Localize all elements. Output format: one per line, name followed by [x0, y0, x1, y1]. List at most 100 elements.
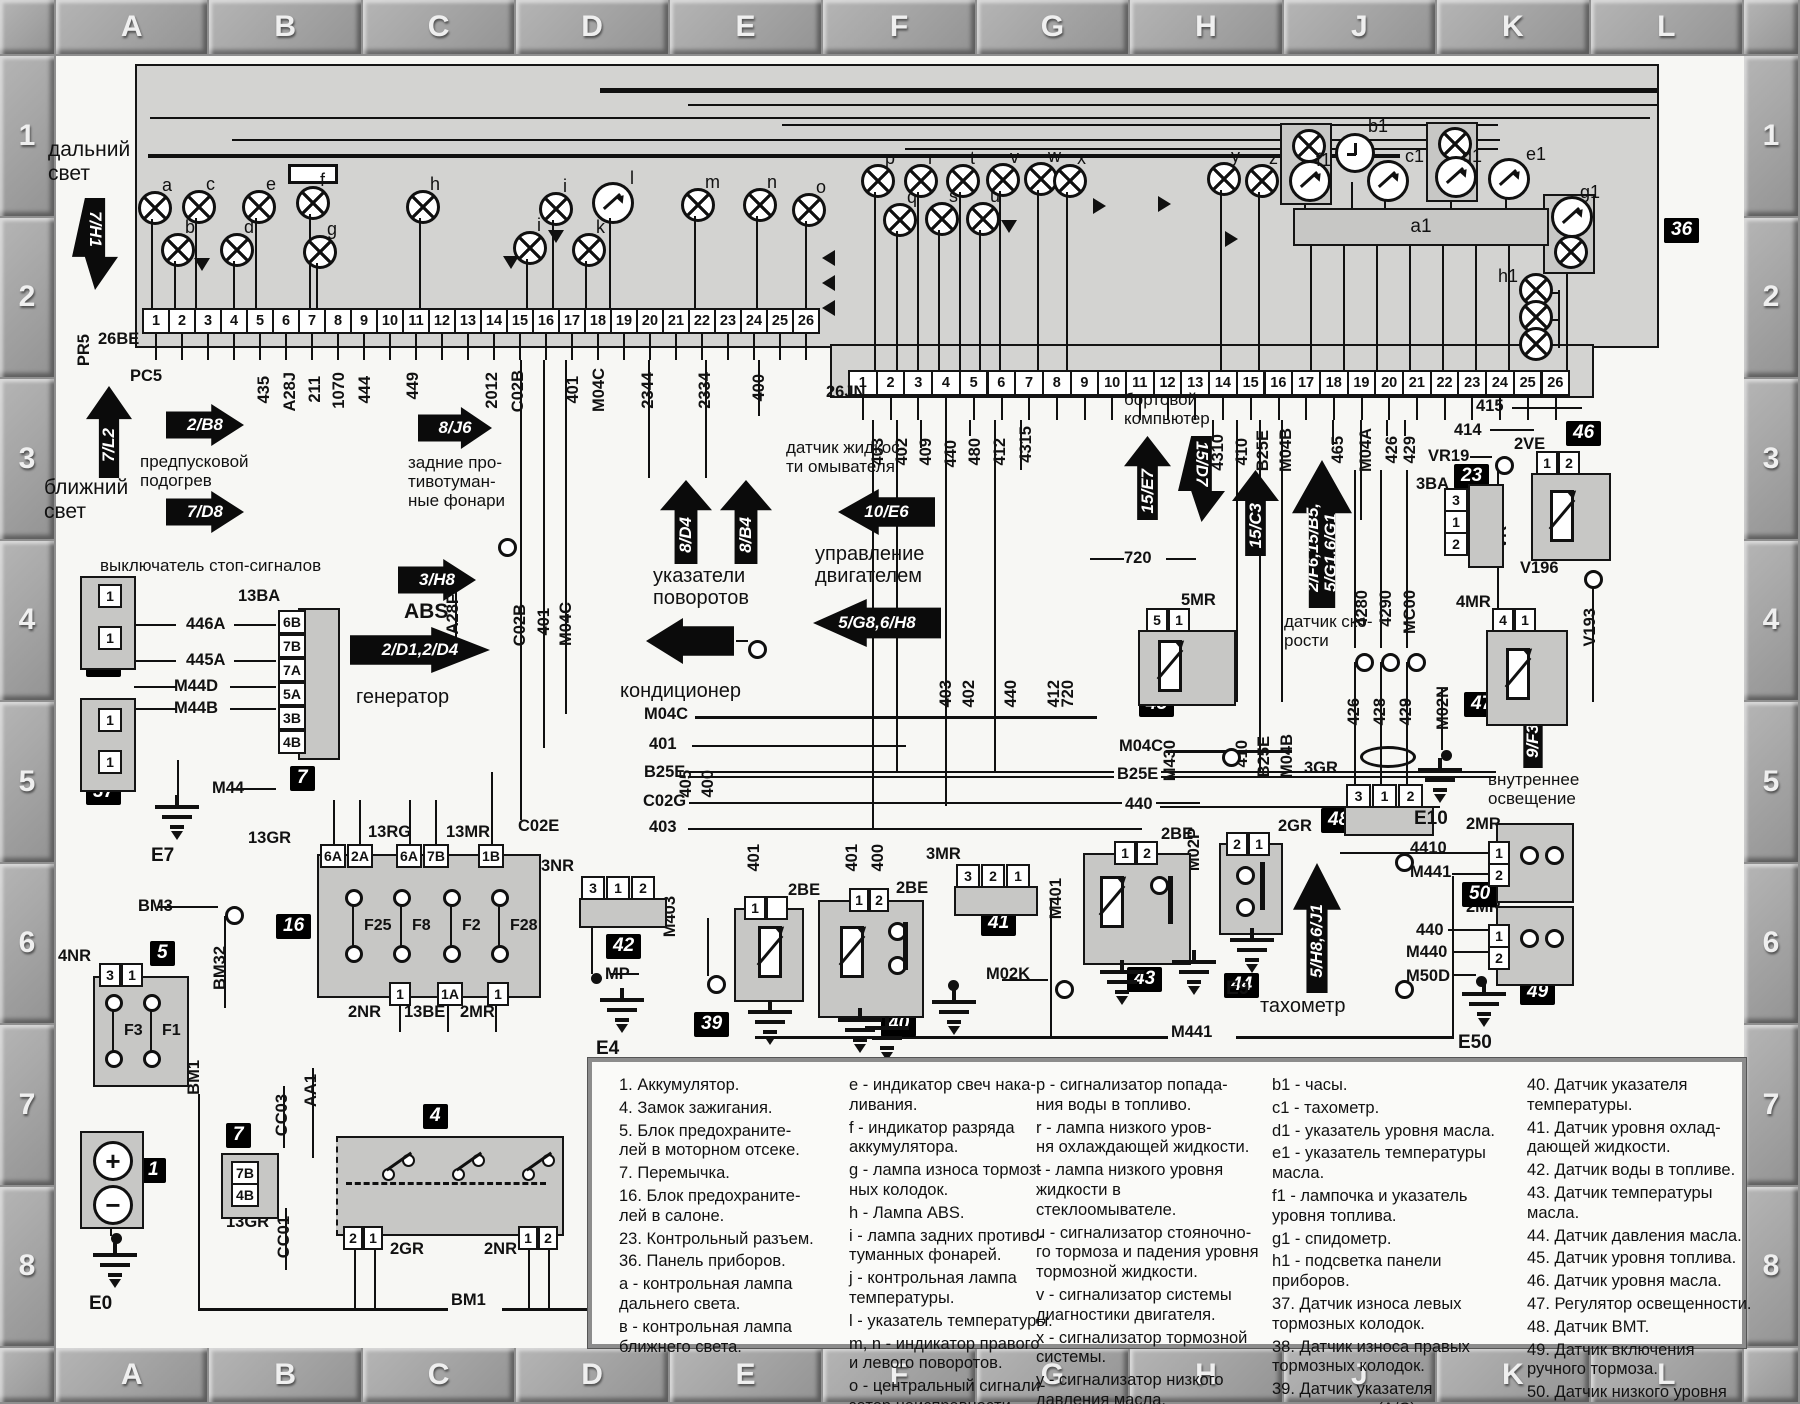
- wire-label: 440: [1002, 680, 1020, 708]
- wire: [311, 332, 313, 360]
- ref-arrow-label: 15/C3: [1245, 503, 1265, 549]
- grid-row-label: 2: [1744, 217, 1798, 377]
- wire: [1409, 242, 1411, 370]
- wire: [692, 745, 906, 747]
- component-box: [1468, 484, 1504, 568]
- connector-strip-left-pin: 11: [402, 308, 430, 334]
- connector-strip-right-pin: 2: [875, 370, 906, 396]
- connector-strip-right-pin: 22: [1429, 370, 1460, 396]
- wire: [1592, 580, 1594, 702]
- component-box: [80, 698, 136, 792]
- diode-icon: [503, 256, 519, 269]
- h1-lamp: [1519, 327, 1553, 361]
- wire-label: 410: [1233, 438, 1251, 466]
- wire-label: 3GR: [1304, 759, 1338, 777]
- caption: указатели поворотов: [653, 565, 749, 610]
- wire-label: A28J: [281, 372, 299, 412]
- wire: [1166, 394, 1169, 420]
- wire: [917, 394, 920, 420]
- grid-col-label: C: [362, 0, 515, 54]
- pin-cell: 2: [1488, 863, 1510, 887]
- wire: [545, 332, 547, 360]
- wire: [1384, 196, 1386, 210]
- gauge-letter: c1: [1405, 146, 1425, 166]
- wire: [495, 1002, 497, 1032]
- connector-ring: [1395, 853, 1414, 872]
- contact-bar: [903, 922, 908, 970]
- pin-cell: 4B: [278, 730, 306, 754]
- indicator-lamp-k: [572, 233, 606, 267]
- wire: [552, 220, 554, 308]
- wire: [232, 788, 276, 790]
- component-badge: 46: [1566, 421, 1602, 446]
- wire-label: 4MR: [1456, 593, 1491, 611]
- wire: [1452, 951, 1488, 953]
- wire-label: M401: [1047, 878, 1065, 920]
- wire-label: 403: [937, 680, 955, 708]
- legend-item: 23. Контрольный разъем.: [619, 1229, 814, 1248]
- connector-strip-left-pin: 26: [792, 308, 820, 334]
- wire: [905, 148, 1498, 150]
- diode-icon: [548, 230, 564, 243]
- caption: ближний свет: [44, 476, 129, 523]
- wire: [999, 191, 1001, 370]
- lamp-letter: p: [885, 148, 896, 168]
- pin-cell: 2: [1488, 946, 1510, 970]
- indicator-lamp-o: [792, 193, 826, 227]
- wire: [233, 332, 235, 360]
- wire: [415, 332, 417, 360]
- connector-ring: [1055, 980, 1074, 999]
- legend-item: 45. Датчик уровня топлива.: [1527, 1249, 1737, 1268]
- wire-label: 211: [306, 376, 324, 403]
- connector-strip-right-pin: 16: [1263, 370, 1294, 396]
- wire-label: M44: [212, 779, 245, 797]
- connector-strip-right-pin: 20: [1374, 370, 1404, 396]
- ref-arrow-label: 3/H8: [419, 570, 455, 590]
- frame-corner: [0, 0, 54, 54]
- wire: [1340, 852, 1406, 854]
- wire: [1376, 242, 1378, 370]
- contact-circle: [1236, 898, 1255, 917]
- legend-item: o - центральный сигнали- затор неисправн…: [849, 1377, 1046, 1404]
- caption: кондиционер: [620, 680, 742, 702]
- wire-label: B25E: [641, 764, 689, 781]
- wire: [591, 926, 593, 974]
- component-badge: 7: [290, 766, 315, 791]
- wire: [409, 800, 411, 844]
- wire-label: AA1: [302, 1074, 320, 1108]
- lamp-letter: i: [537, 215, 541, 235]
- legend-item: 39. Датчик указателя температуры (A/C).: [1272, 1380, 1433, 1404]
- wire-label: 720: [1059, 680, 1077, 708]
- wire: [1380, 662, 1382, 784]
- diode-icon: [822, 300, 835, 316]
- wire: [1388, 394, 1391, 420]
- pin-cell: 1B: [478, 844, 504, 868]
- h1-letter: h1: [1498, 266, 1519, 286]
- caption: управление двигателем: [815, 543, 925, 588]
- wire: [419, 218, 421, 308]
- wire-label: 409: [917, 438, 935, 466]
- grid-row-label: 4: [0, 540, 54, 700]
- wire-label: 440: [1416, 921, 1444, 939]
- fuse-symbol: [105, 994, 123, 1068]
- wire: [688, 828, 1142, 830]
- h1-lamp: [1519, 300, 1553, 334]
- wire: [233, 261, 235, 308]
- wire-label: 2334: [696, 372, 714, 409]
- wire-label: M440: [1406, 943, 1448, 961]
- subbox-letter: f1: [1316, 150, 1332, 170]
- switch-dashed-line: [346, 1182, 546, 1185]
- wire: [1050, 898, 1052, 1038]
- wire: [1083, 394, 1086, 420]
- grid-row-label: 8: [0, 1186, 54, 1346]
- wire: [1471, 394, 1474, 420]
- pin-cell: 3: [1346, 784, 1371, 808]
- lamp-letter: w: [1048, 146, 1061, 166]
- ref-arrow-label: 2/D1,2/D4: [381, 640, 459, 660]
- wire: [1066, 192, 1068, 370]
- wire: [493, 332, 495, 360]
- wire: [435, 800, 437, 844]
- legend-item: 36. Панель приборов.: [619, 1252, 786, 1271]
- wire-label: 401: [535, 608, 553, 636]
- wire-label: 400: [869, 844, 887, 872]
